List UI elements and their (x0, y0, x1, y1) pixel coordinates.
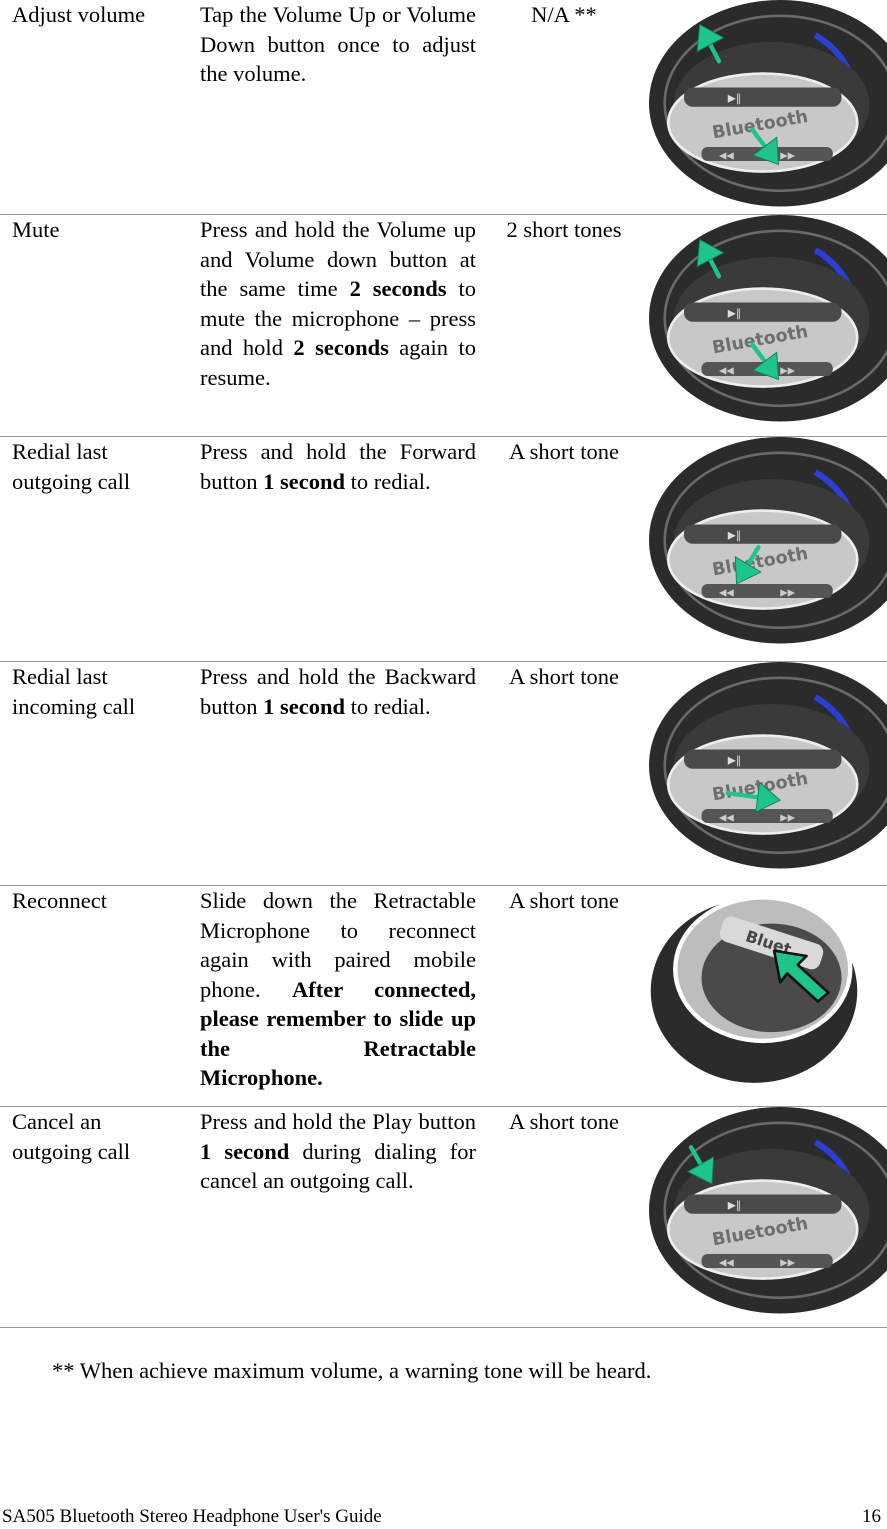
table-row: Reconnect Slide down the Retractable Micr… (0, 886, 887, 1107)
forward-icon: ▶▶ (780, 1257, 795, 1268)
operation-emphasis: After connected, please remember to slid… (200, 976, 476, 1091)
page-number: 16 (862, 1506, 881, 1527)
function-cell: Reconnect (12, 888, 107, 913)
play-arrow (686, 1145, 715, 1185)
operation-cell: Press and hold the Play button 1 second … (200, 1107, 476, 1196)
headphone-volume-arrows-illustration: ▶‖Bluetooth◀◀▶▶ (649, 0, 887, 207)
play-pause-icon: ▶‖ (728, 1200, 741, 1212)
headphone-play-arrow-illustration: ▶‖Bluetooth◀◀▶▶ (649, 1107, 887, 1314)
play-pause-icon: ▶‖ (728, 755, 741, 767)
forward-icon: ▶▶ (780, 587, 795, 598)
volume-up-arrow (696, 238, 725, 279)
operation-cell: Press and hold the Volume up and Volume … (200, 215, 476, 392)
volume-up-arrow (696, 23, 725, 64)
illustration-cell: ▶‖Bluetooth◀◀▶▶ (649, 1107, 887, 1317)
footnote: ** When achieve maximum volume, a warnin… (52, 1358, 652, 1383)
operation-emphasis: 2 seconds (349, 276, 447, 301)
headphone-volume-arrows-illustration: ▶‖Bluetooth◀◀▶▶ (649, 215, 887, 422)
forward-icon: ▶▶ (780, 150, 795, 161)
operation-text: Press and hold the Play button (200, 1109, 476, 1134)
function-cell: Redial last outgoing call (12, 439, 131, 494)
indication-cell: A short tone (509, 888, 619, 913)
illustration-cell: ▶‖Bluetooth◀◀▶▶ (649, 215, 887, 425)
headphone-forward-arrow-illustration: ▶‖Bluetooth◀◀▶▶ (649, 437, 887, 644)
operation-text: Press and hold the Forward button (200, 439, 476, 494)
illustration-cell: ▶‖Bluetooth◀◀▶▶ (649, 0, 887, 210)
indication-cell: A short tone (509, 1109, 619, 1134)
indication-cell: A short tone (509, 439, 619, 464)
function-cell: Cancel an outgoing call (12, 1109, 131, 1164)
volume-down-arrow (750, 127, 779, 166)
headphone-microphone-slide-illustration: Bluet (650, 895, 858, 1083)
footer-title: SA505 Bluetooth Stereo Headphone User's … (2, 1506, 382, 1527)
operation-text: to redial. (345, 468, 431, 494)
table-row: Redial last incoming call Press and hold … (0, 662, 887, 886)
function-cell: Mute (12, 217, 60, 242)
table-row: Adjust volume Tap the Volume Up or Volume… (0, 0, 887, 215)
table-row: Mute Press and hold the Volume up and Vol… (0, 215, 887, 437)
play-pause-icon: ▶‖ (728, 93, 741, 105)
forward-icon: ▶▶ (780, 812, 795, 823)
function-cell: Redial last incoming call (12, 664, 136, 719)
operation-emphasis: 2 seconds (293, 335, 389, 360)
operation-text: Tap the Volume Up or Volume Down button … (200, 2, 476, 86)
operation-emphasis: 1 second (263, 468, 346, 494)
operation-text: during dialing for cancel an outgoing ca… (200, 1138, 476, 1194)
forward-icon: ▶▶ (780, 365, 795, 376)
backward-icon: ◀◀ (719, 150, 734, 161)
slide-arrow (772, 949, 830, 1003)
illustration-cell: ▶‖Bluetooth◀◀▶▶ (649, 437, 887, 647)
operation-text: Slide down the Retractable Microphone to… (200, 888, 476, 1002)
headphone-backward-arrow-illustration: ▶‖Bluetooth◀◀▶▶ (649, 662, 887, 869)
illustration-cell: ▶‖Bluetooth◀◀▶▶ (649, 662, 887, 872)
backward-icon: ◀◀ (719, 812, 734, 823)
operation-text: Press and hold the Backward button (200, 664, 476, 719)
backward-icon: ◀◀ (719, 365, 734, 376)
volume-down-arrow (750, 342, 779, 381)
indication-cell: A short tone (509, 664, 619, 689)
table-row: Redial last outgoing call Press and hold … (0, 437, 887, 662)
operation-text: to mute the microphone – press and hold (200, 276, 476, 360)
play-pause-icon: ▶‖ (728, 308, 741, 320)
indication-cell: 2 short tones (506, 217, 622, 242)
operation-cell: Press and hold the Forward button 1 seco… (200, 437, 476, 496)
operation-text: again to resume. (200, 335, 476, 390)
operation-cell: Press and hold the Backward button 1 sec… (200, 662, 476, 721)
operation-emphasis: 1 second (263, 693, 346, 719)
backward-icon: ◀◀ (719, 587, 734, 598)
function-cell: Adjust volume (12, 2, 146, 27)
operation-text: to redial. (345, 693, 431, 719)
play-pause-icon: ▶‖ (728, 530, 741, 542)
operation-cell: Tap the Volume Up or Volume Down button … (200, 0, 476, 89)
operation-text: Press and hold the Volume up and Volume … (200, 217, 476, 301)
illustration-cell: Bluet (649, 886, 887, 1096)
forward-arrow (734, 545, 762, 585)
table-row: Cancel an outgoing call Press and hold th… (0, 1107, 887, 1328)
indication-cell: N/A ** (531, 2, 597, 27)
backward-arrow (725, 781, 782, 813)
operation-emphasis: 1 second (200, 1138, 290, 1164)
operation-cell: Slide down the Retractable Microphone to… (200, 886, 476, 1093)
backward-icon: ◀◀ (719, 1257, 734, 1268)
